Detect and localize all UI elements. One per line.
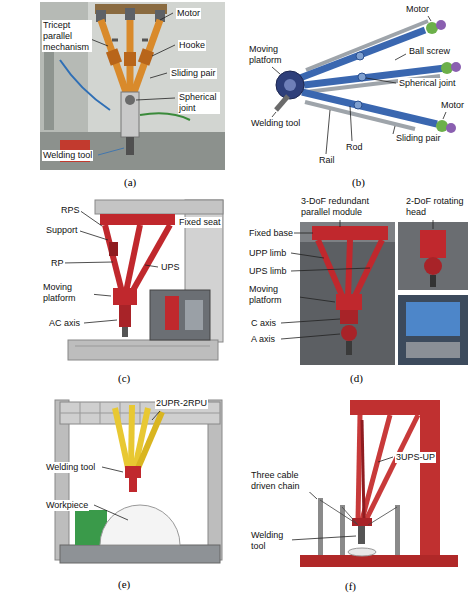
part-label: 3-DoF redundant parallel module (300, 196, 397, 218)
panel-letter: (e) (118, 578, 130, 591)
part-label: Welding tool (250, 118, 301, 129)
part-label: C axis (250, 318, 277, 329)
part-label: Sliding pair (395, 133, 442, 144)
part-label: Three cable driven chain (250, 470, 312, 492)
part-label: Motor (176, 8, 201, 19)
part-label: Welding tool (45, 462, 96, 473)
part-label: Fixed base (248, 228, 294, 239)
part-label: A axis (250, 334, 276, 345)
part-label: UPS (160, 262, 181, 273)
leader-lines-c (62, 210, 176, 323)
part-label: UPS limb (248, 266, 288, 277)
mechanism-rendering (276, 20, 461, 133)
part-label: Welding tool (42, 150, 93, 161)
panel-letter: (b) (352, 176, 365, 189)
part-label: Workpiece (45, 500, 89, 511)
panel-letter: (d) (350, 372, 363, 385)
gantry-model (55, 400, 222, 563)
part-label: Tricept parallel mechanism (42, 20, 92, 52)
part-label: Spherical joint (178, 92, 220, 114)
part-label: AC axis (48, 318, 81, 329)
part-label: 3UPS-UP (395, 452, 436, 463)
panel-letter: (c) (118, 372, 130, 385)
panel-letter: (a) (124, 176, 136, 189)
panel-letter: (f) (345, 580, 356, 593)
part-label: Motor (440, 100, 465, 111)
part-label: RPS (60, 205, 81, 216)
leader-lines-e (94, 411, 160, 520)
part-label: Welding tool (250, 530, 292, 552)
part-label: RP (50, 258, 65, 269)
part-label: Spherical joint (398, 78, 457, 89)
leader-lines-d (281, 220, 433, 339)
part-label: Rail (318, 155, 336, 166)
part-label: Hooke (178, 40, 206, 51)
part-label: UPP limb (248, 248, 287, 259)
part-label: Support (45, 225, 79, 236)
part-label: Motor (405, 4, 430, 15)
redundant-module-photo (300, 222, 468, 365)
part-label: Moving platform (248, 44, 300, 66)
cable-mechanism-model (300, 400, 458, 567)
part-label: Moving platform (42, 282, 94, 304)
part-label: Ball screw (408, 46, 451, 57)
part-label: Sliding pair (170, 68, 217, 79)
part-label: 2UPR-2RPU (155, 398, 208, 409)
gantry-cad (68, 200, 223, 360)
part-label: Rod (345, 142, 364, 153)
part-label: Fixed seat (178, 217, 222, 228)
tricept-photo (40, 2, 225, 170)
part-label: 2-DoF rotating head (405, 196, 471, 218)
leader-lines-a (88, 13, 175, 155)
part-label: Moving platform (248, 284, 300, 306)
